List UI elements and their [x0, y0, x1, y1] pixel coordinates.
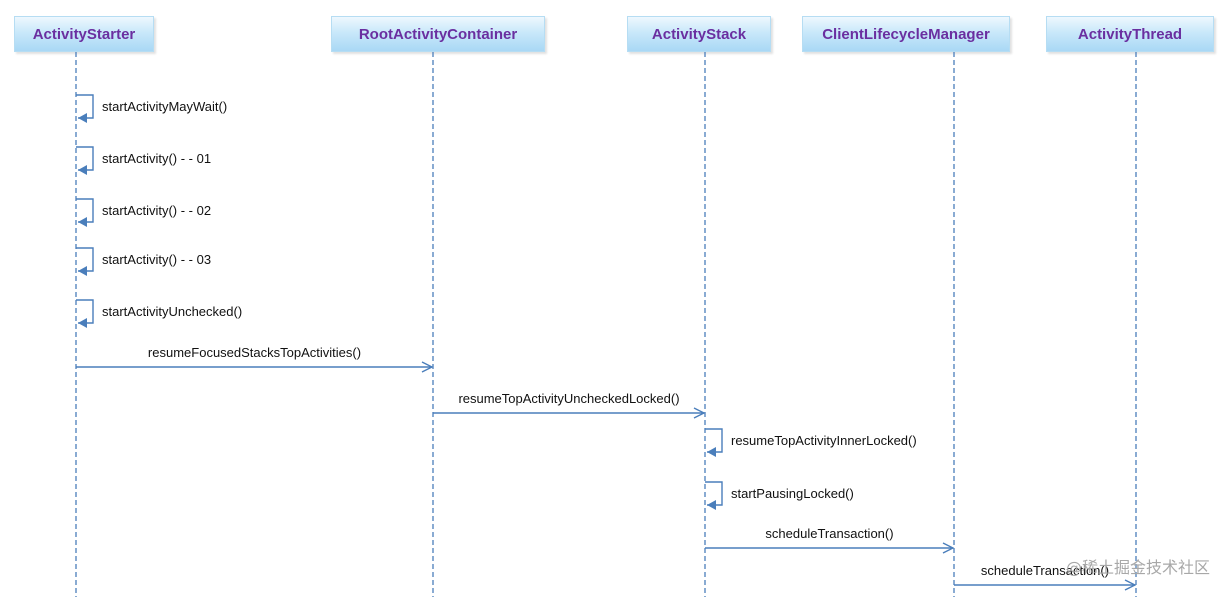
message-4: startActivityUnchecked(): [76, 299, 242, 328]
message-8: startPausingLocked(): [705, 481, 854, 510]
message-label: resumeTopActivityUncheckedLocked(): [458, 391, 679, 406]
message-1: startActivity() - - 01: [76, 146, 211, 175]
self-call-arrow: [76, 94, 94, 123]
message-label: startActivityMayWait(): [102, 99, 227, 114]
participant-root-activity-container: RootActivityContainer: [331, 16, 545, 52]
message-label: startActivity() - - 02: [102, 203, 211, 218]
participant-activity-starter: ActivityStarter: [14, 16, 154, 52]
message-7: resumeTopActivityInnerLocked(): [705, 428, 917, 457]
participant-client-lifecycle-manager: ClientLifecycleManager: [802, 16, 1010, 52]
participant-activity-thread: ActivityThread: [1046, 16, 1214, 52]
message-10: scheduleTransaction(): [954, 563, 1135, 585]
message-9: scheduleTransaction(): [705, 526, 953, 548]
message-6: resumeTopActivityUncheckedLocked(): [433, 391, 704, 413]
self-call-arrow: [705, 481, 723, 510]
message-0: startActivityMayWait(): [76, 94, 227, 123]
message-label: startActivityUnchecked(): [102, 304, 242, 319]
self-call-arrow: [76, 247, 94, 276]
self-call-arrow: [76, 198, 94, 227]
message-label: startActivity() - - 03: [102, 252, 211, 267]
participant-activity-stack: ActivityStack: [627, 16, 771, 52]
message-3: startActivity() - - 03: [76, 247, 211, 276]
self-call-arrow: [76, 146, 94, 175]
message-label: resumeTopActivityInnerLocked(): [731, 433, 917, 448]
watermark-text: @稀土掘金技术社区: [1066, 558, 1210, 577]
message-label: startPausingLocked(): [731, 486, 854, 501]
self-call-arrow: [705, 428, 723, 457]
message-5: resumeFocusedStacksTopActivities(): [76, 345, 432, 367]
message-label: scheduleTransaction(): [981, 563, 1109, 578]
message-label: startActivity() - - 01: [102, 151, 211, 166]
self-call-arrow: [76, 299, 94, 328]
message-label: scheduleTransaction(): [765, 526, 893, 541]
message-label: resumeFocusedStacksTopActivities(): [148, 345, 361, 360]
message-2: startActivity() - - 02: [76, 198, 211, 227]
